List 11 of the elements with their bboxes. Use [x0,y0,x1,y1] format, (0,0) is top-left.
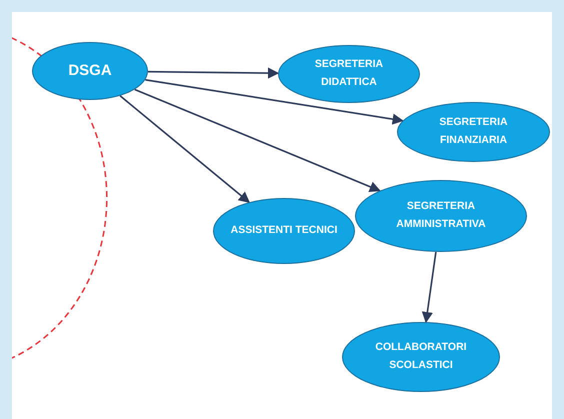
arrow [134,88,381,192]
node-label: SEGRETERIA FINANZIARIA [438,115,509,148]
node-label: COLLABORATORI SCOLASTICI [374,340,468,373]
arrow [120,95,250,203]
node-label: SEGRETERIA DIDATTICA [314,57,384,90]
node-label: DSGA [68,61,112,82]
arrow [145,79,404,125]
arrow [148,67,280,79]
arrow [422,252,437,324]
node-label: SEGRETERIA AMMINISTRATIVA [395,199,487,232]
node-label: ASSISTENTI TECNICI [230,223,338,238]
